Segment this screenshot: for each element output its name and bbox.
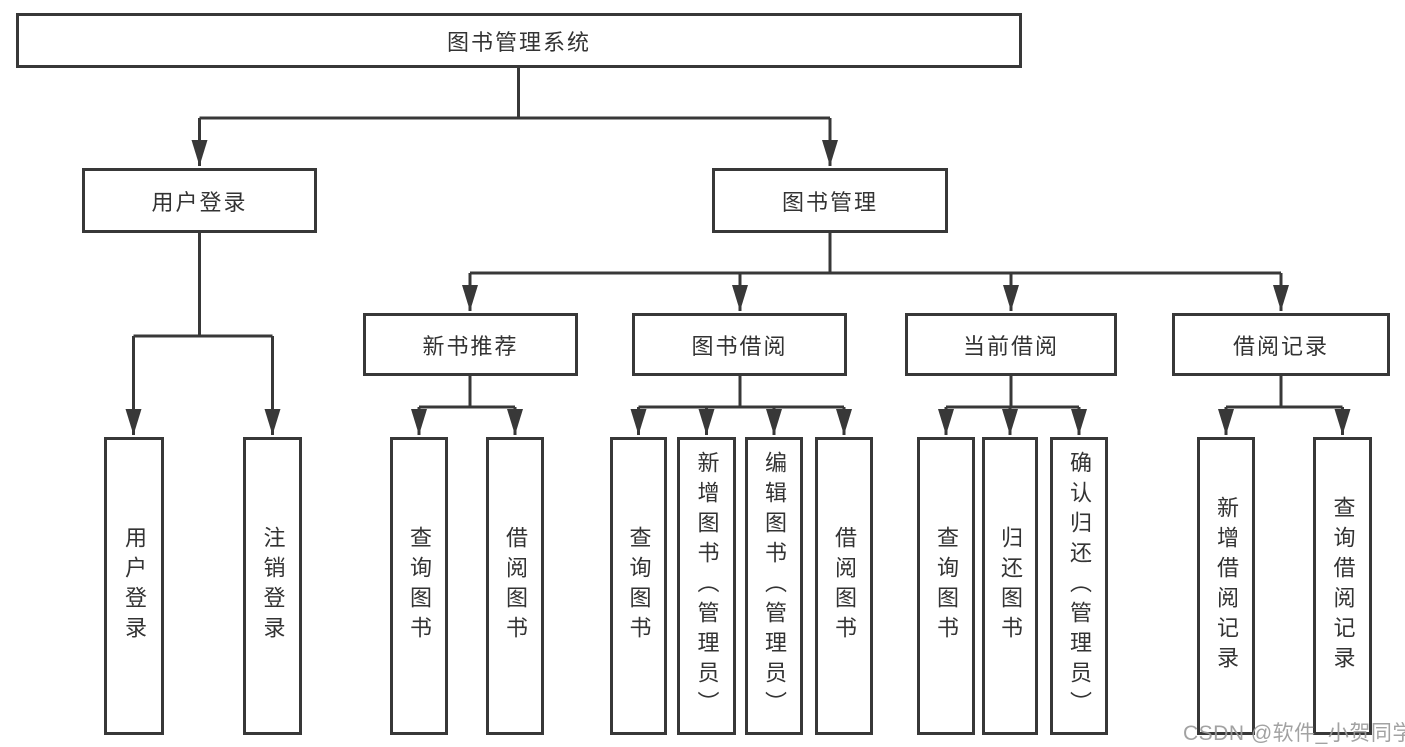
node-label: 用户登录 (122, 526, 147, 646)
node-label: 查询图书 (407, 526, 432, 646)
leaf-query-books-current: 查询图书 (917, 437, 975, 735)
node-label: 新增图书（管理员） (694, 451, 720, 721)
leaf-logout: 注销登录 (243, 437, 302, 735)
node-label: 借阅图书 (503, 526, 528, 646)
node-label: 查询借阅记录 (1330, 496, 1356, 676)
node-label: 归还图书 (998, 526, 1023, 646)
node-label: 查询图书 (626, 526, 652, 646)
node-label: 查询图书 (934, 526, 959, 646)
leaf-return-book: 归还图书 (982, 437, 1038, 735)
node-label: 用户登录 (151, 189, 248, 215)
leaf-user-login: 用户登录 (104, 437, 164, 735)
node-root-library-system: 图书管理系统 (16, 13, 1022, 68)
leaf-borrow-books: 借阅图书 (815, 437, 873, 735)
leaf-borrow-books-recommend: 借阅图书 (486, 437, 544, 735)
leaf-query-books-recommend: 查询图书 (390, 437, 448, 735)
node-current-borrow: 当前借阅 (905, 313, 1117, 376)
leaf-query-books-borrow: 查询图书 (610, 437, 667, 735)
node-label: 编辑图书（管理员） (762, 451, 787, 721)
node-book-borrow: 图书借阅 (632, 313, 847, 376)
leaf-confirm-return-admin: 确认归还（管理员） (1050, 437, 1108, 735)
node-user-login: 用户登录 (82, 168, 317, 233)
node-label: 确认归还（管理员） (1067, 451, 1092, 721)
leaf-add-book-admin: 新增图书（管理员） (677, 437, 736, 735)
leaf-edit-book-admin: 编辑图书（管理员） (745, 437, 803, 735)
node-label: 借阅记录 (1232, 333, 1329, 359)
leaf-query-borrow-record: 查询借阅记录 (1313, 437, 1372, 735)
node-label: 图书借阅 (691, 333, 788, 359)
node-label: 借阅图书 (832, 526, 857, 646)
node-label: 注销登录 (260, 526, 286, 646)
node-new-book-recommend: 新书推荐 (363, 313, 578, 376)
node-label: 新书推荐 (422, 333, 519, 359)
leaf-add-borrow-record: 新增借阅记录 (1197, 437, 1255, 735)
node-label: 新增借阅记录 (1214, 496, 1239, 676)
csdn-watermark: CSDN @软件_小贺同学 (1183, 722, 1405, 745)
node-book-management: 图书管理 (712, 168, 948, 233)
node-label: 图书管理系统 (446, 29, 591, 55)
node-borrow-records: 借阅记录 (1172, 313, 1390, 376)
node-label: 当前借阅 (962, 333, 1059, 359)
node-label: 图书管理 (781, 189, 878, 215)
